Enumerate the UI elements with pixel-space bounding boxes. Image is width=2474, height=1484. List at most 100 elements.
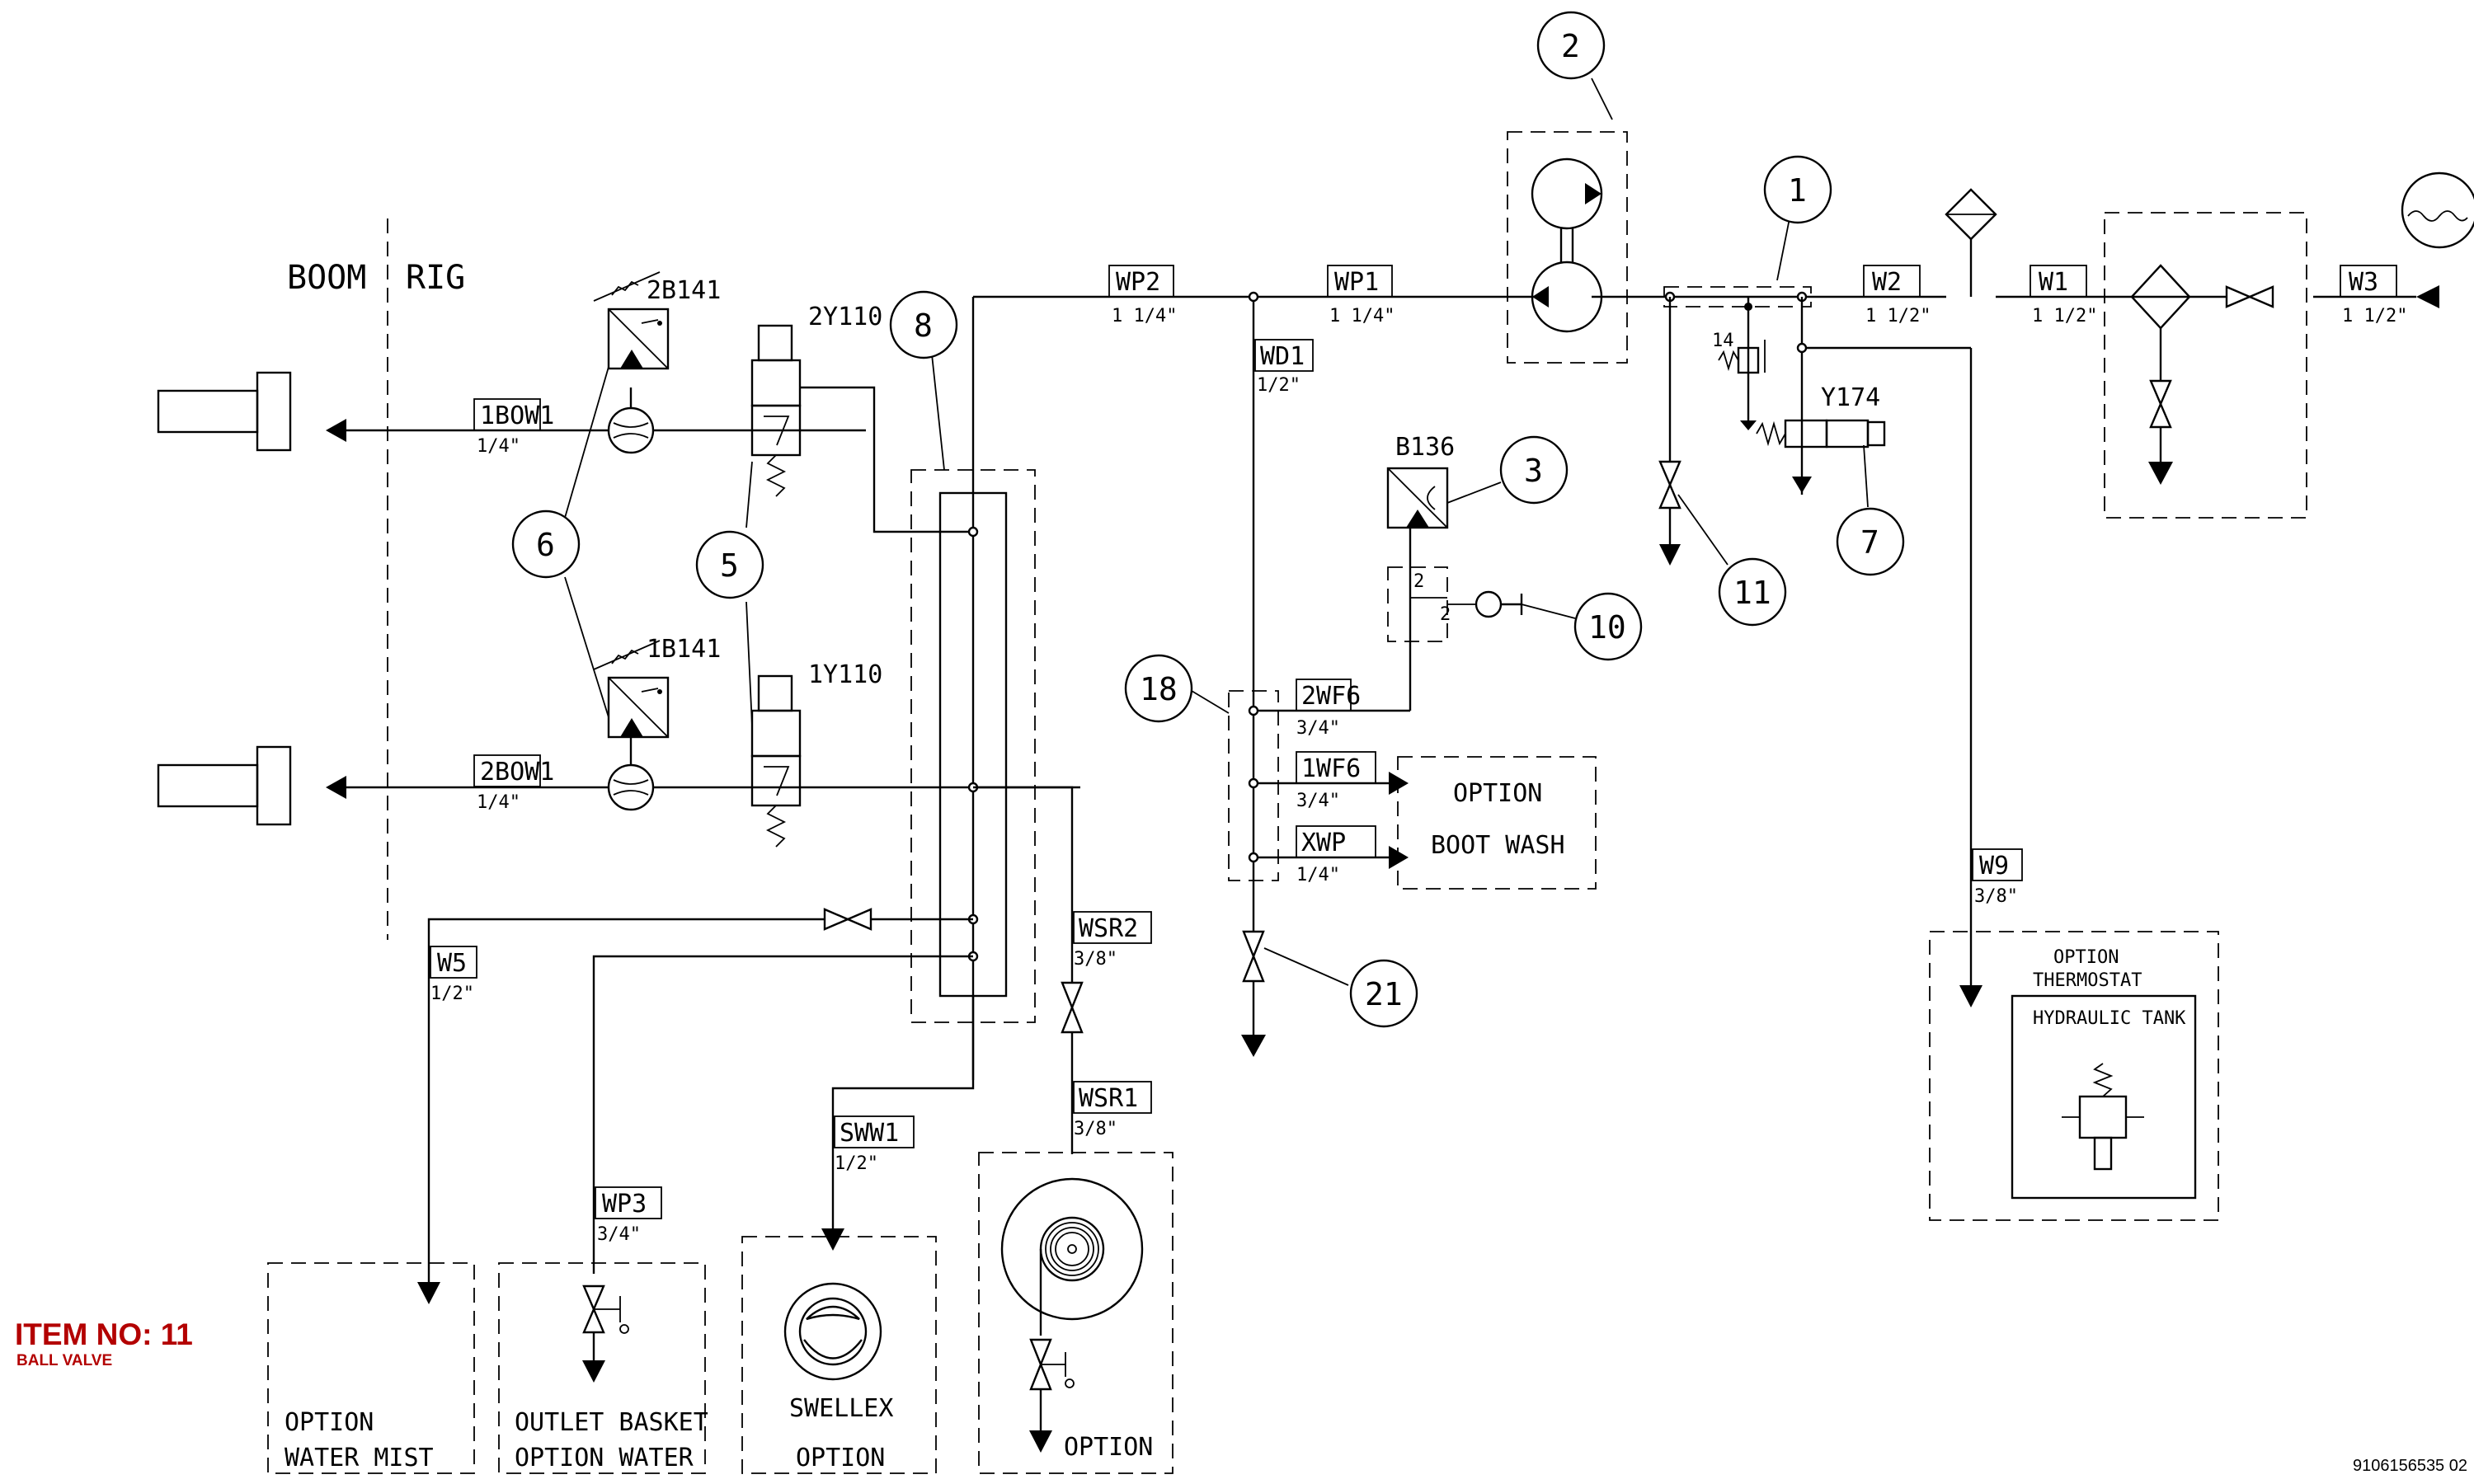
- arrow-left-icon: [2416, 285, 2439, 308]
- option-swellex-box: [741, 1236, 937, 1474]
- svg-text:14: 14: [1712, 331, 1734, 351]
- callout-7: 7: [1836, 444, 1905, 576]
- item-number-label: ITEM NO: 11: [15, 1317, 193, 1351]
- swellex-label: SWELLEX: [789, 1394, 893, 1423]
- svg-text:2B141: 2B141: [647, 276, 721, 305]
- svg-text:2WF6: 2WF6: [1301, 682, 1361, 711]
- junction-dot: [1744, 303, 1752, 311]
- svg-text:XWP: XWP: [1301, 829, 1346, 857]
- svg-text:3/8": 3/8": [1074, 1119, 1117, 1139]
- outlet-nozzle-top-flange: [256, 371, 292, 452]
- hose-tag-1wf6: 2BOW1 1/4": [473, 754, 554, 813]
- hose-tag-wp3: WP3 3/4": [595, 1186, 662, 1245]
- arrow-down-icon: [1029, 1430, 1052, 1453]
- svg-text:1 1/4": 1 1/4": [1329, 306, 1395, 326]
- callout-21: 21: [1263, 947, 1418, 1028]
- svg-text:3/4": 3/4": [1296, 718, 1340, 739]
- ball-valve-icon: [1658, 460, 1681, 510]
- port-label: 2: [1413, 571, 1424, 592]
- junction-dot: [1248, 852, 1259, 863]
- swellex-option-label: OPTION: [796, 1444, 885, 1472]
- ball-valve-icon: [2225, 285, 2274, 308]
- outlet-basket-label: OUTLET BASKET: [515, 1408, 708, 1437]
- water-mist-option-label: OPTION: [285, 1408, 374, 1437]
- pump-enclosure: [1507, 131, 1628, 364]
- arrow-down-icon: [1959, 985, 1982, 1007]
- callout-5: 5: [695, 461, 764, 726]
- manifold-18: [1228, 690, 1279, 881]
- hose-tag-2bow1: XWP 1/4": [1296, 825, 1376, 885]
- filter-icon: [1945, 188, 1997, 297]
- arrow-left-icon: [326, 419, 346, 442]
- svg-text:1/2": 1/2": [430, 984, 474, 1004]
- svg-text:18: 18: [1140, 671, 1178, 707]
- boot-wash-option-label: OPTION: [1453, 779, 1542, 808]
- hose-tag-sww1: SWW1 1/2": [834, 1115, 915, 1174]
- svg-text:10: 10: [1588, 609, 1626, 646]
- hose-tag-w3: W3 1 1/2": [2340, 265, 2407, 326]
- hose-tag-wp2: WP2 1 1/4": [1108, 265, 1177, 326]
- boot-wash-label: BOOT WASH: [1431, 831, 1565, 860]
- svg-text:B136: B136: [1395, 433, 1455, 462]
- hose-reel-icon: [1000, 1177, 1144, 1336]
- thermostat-option-label: OPTION: [2053, 947, 2119, 968]
- svg-text:7: 7: [1860, 524, 1879, 561]
- arrow-right-icon: [1389, 846, 1409, 869]
- arrow-down-icon: [2148, 462, 2173, 485]
- arrow-right-icon: [1389, 772, 1409, 795]
- wp3-line: [592, 955, 973, 1274]
- swellex-icon: [783, 1282, 882, 1381]
- svg-text:SWW1: SWW1: [840, 1119, 899, 1148]
- thermostat-label: THERMOSTAT: [2033, 970, 2142, 991]
- hose-tag-1bow1: 1WF6 3/4": [1296, 751, 1376, 811]
- svg-text:1 1/2": 1 1/2": [2342, 306, 2407, 326]
- valve-block: [1663, 286, 1812, 308]
- hose-tag-xwp: 2WF6 3/4": [1296, 679, 1361, 739]
- junction-dot: [1248, 705, 1259, 716]
- svg-text:5: 5: [720, 547, 739, 584]
- outlet-nozzle-bottom-flange: [256, 745, 292, 826]
- outlet-nozzle-top: [157, 389, 259, 434]
- svg-text:W5: W5: [437, 949, 467, 978]
- svg-text:8: 8: [914, 308, 933, 344]
- callout-8: 8: [889, 290, 958, 471]
- solenoid-valve-1y110: 1Y110: [750, 660, 882, 848]
- svg-text:3/4": 3/4": [597, 1224, 641, 1245]
- manual-valve-icon: [1029, 1338, 1075, 1391]
- arrow-left-icon: [326, 776, 346, 799]
- filter-assembly: [2104, 212, 2307, 519]
- junction-dot: [1248, 291, 1259, 303]
- arrow-down-icon: [1659, 544, 1681, 566]
- junction-dot: [1796, 342, 1808, 354]
- flow-indicator-top: [607, 387, 655, 454]
- port-label: 2: [1440, 604, 1451, 625]
- hose-tag-wp1: WP1 1 1/4": [1327, 265, 1395, 326]
- svg-text:1/4": 1/4": [1296, 865, 1340, 885]
- svg-text:3: 3: [1524, 453, 1543, 489]
- junction-dot: [967, 526, 979, 538]
- manifold-8-outer: [910, 469, 1036, 1023]
- callout-10: 10: [1521, 592, 1643, 661]
- svg-text:WSR2: WSR2: [1079, 914, 1138, 943]
- svg-text:3/8": 3/8": [1074, 949, 1117, 970]
- hydraulic-tank-label: HYDRAULIC TANK: [2033, 1008, 2186, 1029]
- check-valve-icon: [1475, 590, 1523, 618]
- item-description-label: BALL VALVE: [16, 1352, 113, 1369]
- svg-text:1BOW1: 1BOW1: [480, 402, 554, 430]
- option-hose-reel-box: [978, 1152, 1174, 1474]
- option-thermostat-box: [1929, 931, 2219, 1221]
- hose-tag-w2: W2 1 1/2": [1863, 265, 1931, 326]
- ball-valve-icon: [2149, 379, 2172, 429]
- svg-text:2: 2: [1561, 28, 1580, 64]
- svg-text:WP3: WP3: [602, 1190, 647, 1219]
- thermostat-valve: [2062, 1063, 2144, 1171]
- document-number: 9106156535 02: [2352, 1457, 2467, 1475]
- svg-text:3/4": 3/4": [1296, 791, 1340, 811]
- pressure-switch-1b141: 1B141: [593, 635, 721, 739]
- svg-text:11: 11: [1733, 575, 1771, 611]
- pressure-sensor-b136: B136: [1386, 433, 1455, 529]
- ball-valve-icon: [1061, 981, 1084, 1034]
- svg-text:2Y110: 2Y110: [808, 303, 882, 331]
- hose-tag-wd1: WD1 1/2": [1254, 339, 1314, 396]
- callout-6: 6: [511, 366, 609, 718]
